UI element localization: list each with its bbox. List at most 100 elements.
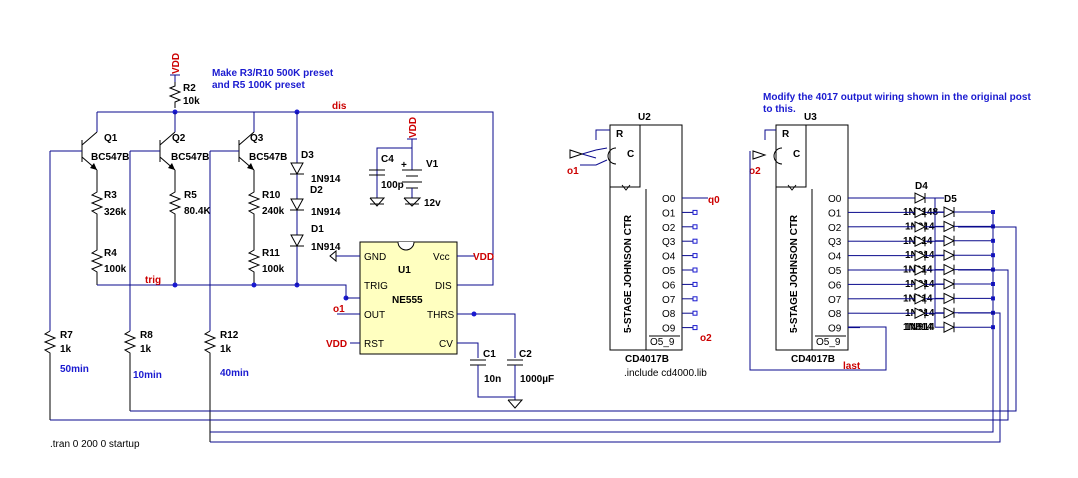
ladder-diode-left-7 (914, 292, 927, 305)
resistor-r3: R3 326k (90, 170, 127, 244)
resistor-r7: R7 1k 50min (43, 151, 89, 420)
svg-text:5-STAGE JOHNSON CTR: 5-STAGE JOHNSON CTR (789, 214, 800, 333)
vdd-flag-r2: VDD (170, 53, 182, 82)
diode-d2: D2 1N914 (290, 185, 341, 218)
ladder-diode-left-1 (914, 206, 927, 219)
svg-text:5-STAGE JOHNSON CTR: 5-STAGE JOHNSON CTR (623, 214, 634, 333)
note-modify-2: to this. (763, 104, 796, 115)
net-vdd-rst: VDD (326, 339, 347, 350)
svg-text:R7: R7 (60, 330, 73, 341)
ladder-label-left-0: D4 (915, 181, 928, 192)
u3-pin-5: O5 (828, 266, 842, 277)
svg-text:D3: D3 (301, 150, 314, 161)
transistor-q2: Q2 BC547B (130, 112, 209, 171)
trig-net-wire (97, 284, 360, 299)
u2-pin-5: O5 (662, 266, 676, 277)
net-o2-u3: o2 (749, 166, 761, 177)
svg-text:C1: C1 (483, 349, 496, 360)
svg-text:R: R (616, 129, 624, 140)
ladder-diode-left-0 (914, 192, 927, 204)
net-label-trig: trig (145, 275, 161, 286)
net-q0: q0 (708, 195, 720, 206)
svg-text:GND: GND (364, 252, 386, 263)
svg-text:R5: R5 (184, 190, 197, 201)
u2-pin-9: O9 (662, 324, 676, 335)
svg-text:C: C (627, 149, 634, 160)
ladder-diode-right-6 (943, 292, 956, 305)
svg-text:100k: 100k (104, 264, 127, 275)
svg-text:1N914: 1N914 (311, 174, 341, 185)
net-o2-u2: o2 (700, 333, 712, 344)
resistor-r12: R12 1k 40min (203, 151, 249, 442)
transistor-q1: Q1 BC547B (50, 112, 129, 171)
u2-pin-3: Q3 (662, 237, 676, 248)
u2-pin-0: O0 (662, 194, 676, 205)
u3-reset-wire (764, 129, 776, 140)
resistor-r11: R11 100k (247, 244, 285, 285)
ladder-diode-right-1 (943, 220, 956, 233)
transistor-q3: Q3 BC547B (210, 112, 287, 171)
svg-text:CD4017B: CD4017B (791, 354, 835, 365)
svg-text:TRIG: TRIG (364, 281, 388, 292)
counter-u3: U3 R C 5-STAGE JOHNSON CTR CD4017B (773, 112, 849, 365)
svg-text:U2: U2 (638, 112, 651, 123)
svg-text:326k: 326k (104, 207, 127, 218)
ladder-diode-right-0 (943, 206, 956, 218)
net-o1-u2: o1 (567, 166, 579, 177)
u3-pin-1: O1 (828, 208, 842, 219)
svg-text:R: R (782, 129, 790, 140)
diode-d3: D3 1N914 (290, 150, 341, 185)
svg-text:R3: R3 (104, 190, 117, 201)
svg-text:CD4017B: CD4017B (625, 354, 669, 365)
svg-text:10min: 10min (133, 370, 162, 381)
spice-include: .include cd4000.lib (624, 368, 707, 379)
u3-pin-6: O6 (828, 280, 842, 291)
u2-pin-6: O6 (662, 280, 676, 291)
svg-text:1N914: 1N914 (311, 207, 341, 218)
svg-text:R4: R4 (104, 248, 117, 259)
note-preset-1: Make R3/R10 500K preset (212, 68, 334, 79)
ladder-diode-right-5 (943, 278, 956, 290)
svg-text:10n: 10n (484, 374, 501, 385)
net-o1-out: o1 (333, 304, 345, 315)
capacitor-c2: C2 1000µF (507, 349, 554, 409)
svg-text:+: + (401, 160, 407, 171)
svg-text:R2: R2 (183, 83, 196, 94)
svg-text:CV: CV (439, 339, 453, 350)
ladder-diode-left-3 (914, 235, 927, 248)
svg-text:BC547B: BC547B (91, 152, 129, 163)
svg-text:Q2: Q2 (172, 133, 186, 144)
svg-text:Q3: Q3 (250, 133, 264, 144)
ladder-diode-left-8 (914, 307, 927, 320)
svg-text:U3: U3 (804, 112, 817, 123)
resistor-r5: R5 80.4K (168, 170, 211, 285)
ladder-model-last: 1N914 (905, 322, 935, 333)
net-last: last (843, 361, 861, 372)
svg-text:THRS: THRS (427, 310, 455, 321)
diode-d1: D1 1N914 (290, 224, 341, 253)
ladder-diode-right-3 (943, 249, 956, 262)
return-wire-50min (50, 269, 1009, 421)
svg-text:C4: C4 (381, 154, 394, 165)
svg-text:80.4K: 80.4K (184, 206, 211, 217)
svg-text:D1: D1 (311, 224, 324, 235)
svg-text:VDD: VDD (408, 117, 419, 138)
u2-pin-7: O7 (662, 295, 676, 306)
resistor-r2: R2 10k (168, 82, 200, 108)
ladder-model-8: 1N914 (903, 322, 933, 333)
svg-text:DIS: DIS (435, 281, 452, 292)
net-vdd-vcc: VDD (473, 252, 494, 263)
capacitor-c4: C4 100p (369, 147, 412, 207)
svg-text:1k: 1k (220, 344, 232, 355)
svg-text:C2: C2 (519, 349, 532, 360)
svg-text:BC547B: BC547B (171, 152, 209, 163)
return-wire-40min (210, 312, 1001, 443)
svg-text:12v: 12v (424, 198, 441, 209)
u3-carry-pin: O5_9 (816, 337, 841, 348)
ladder-diode-right-8 (943, 321, 956, 334)
u3-pin-9: O9 (828, 324, 842, 335)
resistor-r8: R8 1k 10min (123, 151, 162, 411)
resistor-r4: R4 100k (90, 244, 127, 285)
